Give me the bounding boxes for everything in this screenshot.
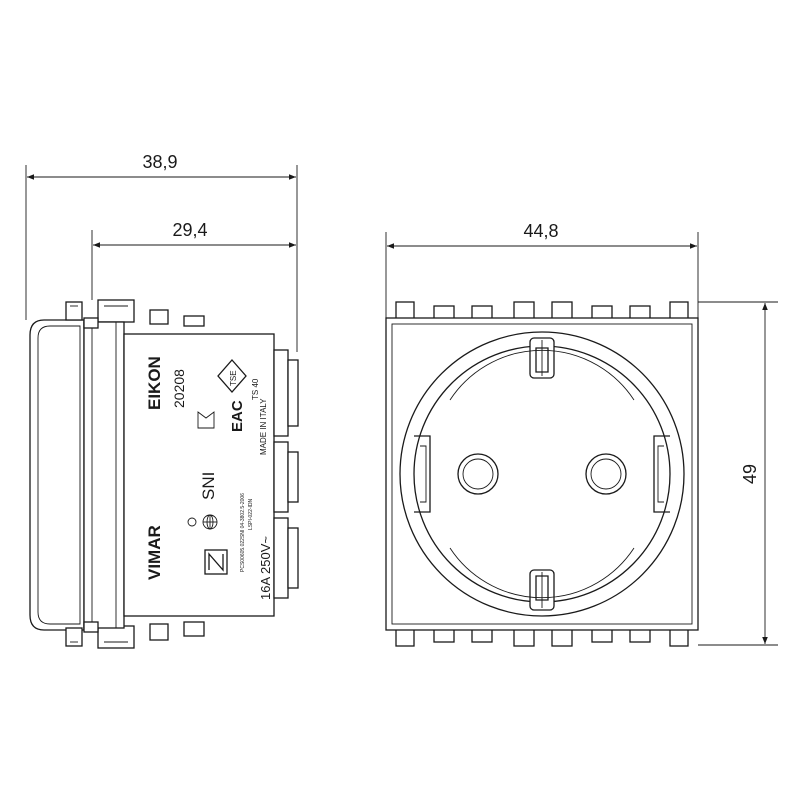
side-rear-terminals [273, 349, 299, 599]
cert-line-1: PCS00605.022SNI 04-3802.5-2006 [240, 493, 246, 572]
socket-outer-ring [399, 331, 685, 617]
product-code: 20208 [171, 369, 187, 408]
dimension-front-height: 49 [740, 303, 768, 644]
side-main-body [123, 333, 275, 617]
socket-side-guides [414, 435, 670, 513]
dimension-front-width: 44,8 [387, 221, 697, 249]
eac-mark-icon: EAC [229, 400, 246, 432]
sni-mark-icon: SNI [199, 472, 218, 500]
earth-contact-top [529, 337, 555, 379]
brand-eikon: EIKON [145, 356, 164, 410]
svg-text:EAC: EAC [229, 400, 246, 432]
front-view: 44,8 49 [385, 221, 778, 647]
tse-mark-icon: TSE [217, 359, 247, 393]
cert-line-2: LSPI-022-IDN [248, 498, 254, 530]
side-clips-bottom [65, 621, 205, 649]
dimension-label: 44,8 [523, 221, 558, 241]
front-clips-bottom [395, 627, 689, 647]
earth-contact-bottom [529, 569, 555, 611]
dimension-side-total-width: 38,9 [27, 152, 296, 180]
dimension-label: 38,9 [142, 152, 177, 172]
side-frame-band [83, 321, 125, 629]
side-view: 38,9 29,4 [25, 152, 299, 649]
globe-mark-icon [187, 514, 218, 530]
side-front-cover [29, 319, 85, 631]
origin-text: MADE IN ITALY [259, 398, 268, 455]
dimension-side-body-width: 29,4 [93, 220, 296, 248]
rating-text: 16A 250V~ [258, 536, 273, 600]
brand-vimar: VIMAR [145, 525, 164, 580]
svg-text:TSE: TSE [229, 370, 238, 386]
dimension-label: 29,4 [172, 220, 207, 240]
house-mark-icon [197, 411, 215, 429]
dimension-label: 49 [740, 464, 760, 484]
side-clips-top [65, 299, 205, 327]
n-box-mark-icon [204, 549, 228, 575]
socket-pin-hole-right [585, 453, 627, 495]
svg-text:SNI: SNI [199, 472, 218, 500]
side-label: VIMAR EIKON 20208 16A 250V~ MADE IN ITAL… [145, 356, 273, 600]
front-clips-top [395, 301, 689, 321]
socket-pin-hole-left [457, 453, 499, 495]
tse-standard: TS 40 [251, 378, 260, 400]
